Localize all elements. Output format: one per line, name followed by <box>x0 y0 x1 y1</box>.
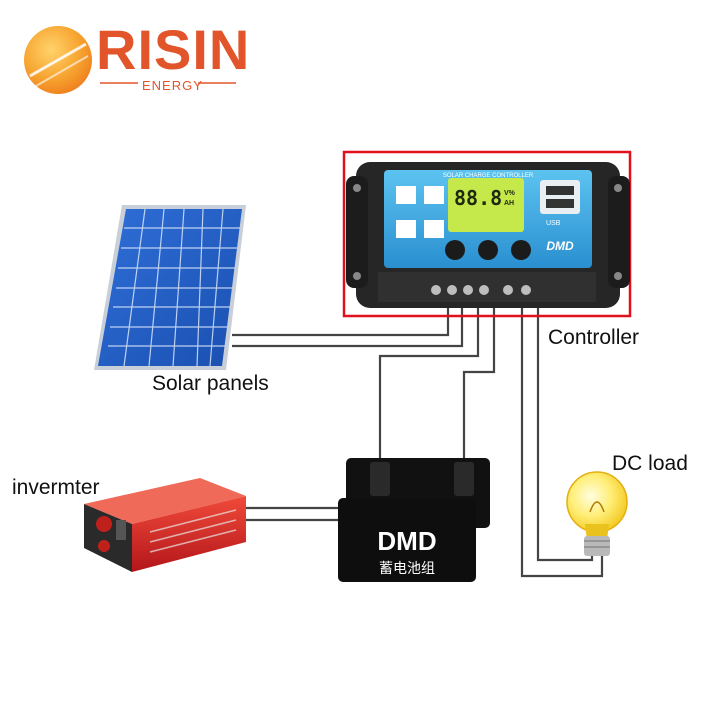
controller-display-units-top: V% <box>504 190 516 197</box>
battery-brand: DMD <box>377 526 436 556</box>
inverter-icon <box>84 478 246 572</box>
controller-brand: DMD <box>546 239 574 253</box>
label-controller: Controller <box>548 326 640 349</box>
light-bulb-icon <box>566 471 628 556</box>
controller-display-value: 88.8 <box>454 186 502 210</box>
label-inverter: invermter <box>12 476 100 499</box>
logo-tagline: ENERGY <box>142 78 203 93</box>
charge-controller-icon <box>346 162 630 308</box>
controller-title: SOLAR CHARGE CONTROLLER <box>443 173 534 179</box>
logo-sun-icon <box>24 26 92 94</box>
label-solar-panels: Solar panels <box>152 372 269 395</box>
solar-panel-icon <box>94 205 246 370</box>
controller-display-units-bottom: AH <box>504 200 514 207</box>
label-dc-load: DC load <box>612 452 688 475</box>
logo-wordmark: RISIN <box>96 18 251 81</box>
battery-subtitle: 蓄电池组 <box>379 561 435 577</box>
battery-icon <box>338 458 490 582</box>
controller-usb-label: USB <box>546 220 561 227</box>
